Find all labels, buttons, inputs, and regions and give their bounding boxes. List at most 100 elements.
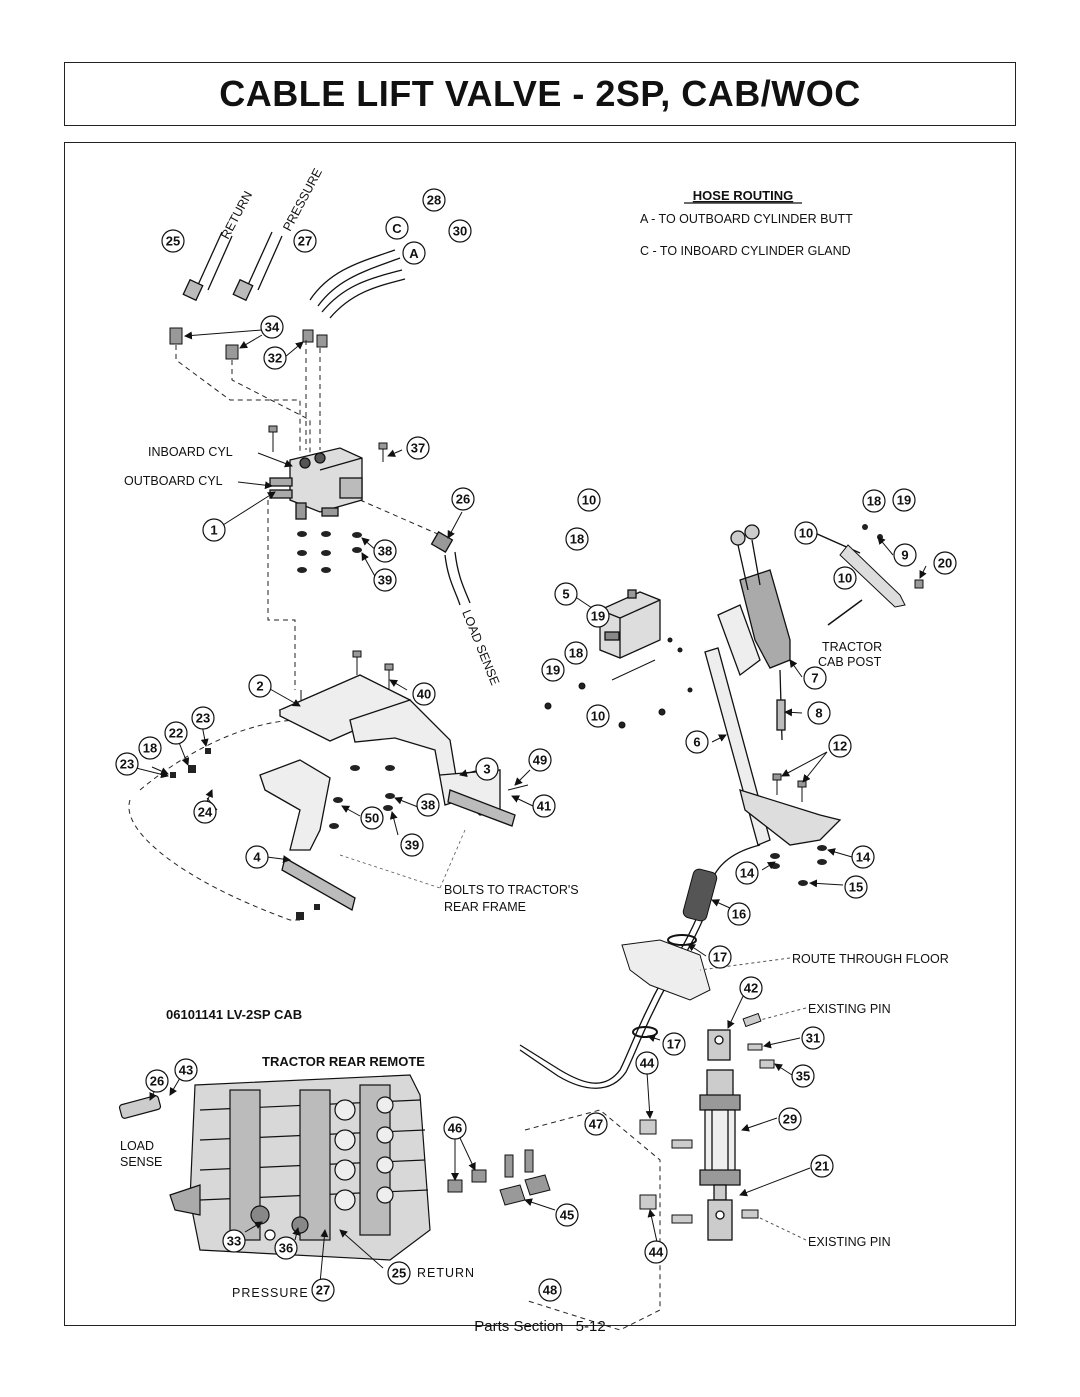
callout-number: 12: [833, 739, 847, 754]
callout-24: 24: [193, 800, 217, 824]
return-hose: [182, 231, 233, 302]
callout-number: 37: [411, 441, 425, 456]
grommet-upper: [667, 934, 697, 946]
title-box: CABLE LIFT VALVE - 2SP, CAB/WOC: [64, 62, 1016, 126]
callout-10: 10: [577, 488, 601, 512]
load-label: LOAD: [120, 1139, 154, 1153]
cylinder-hoses: [309, 249, 406, 319]
lever-nuts: [770, 845, 827, 886]
bolts-leaders: [339, 829, 466, 889]
callout-18: 18: [565, 527, 589, 551]
callout-number: 10: [591, 709, 605, 724]
callout-25: 25: [387, 1261, 411, 1285]
plate-hardware: [170, 748, 395, 920]
callout-40: 40: [412, 682, 436, 706]
callout-34: 34: [260, 315, 284, 339]
callout-number: 31: [806, 1031, 820, 1046]
plate-bolts: [206, 650, 529, 811]
callout-19: 19: [586, 604, 610, 628]
callout-number: 15: [849, 880, 863, 895]
remote-fittings: [447, 1149, 551, 1206]
hose-routing-heading: HOSE ROUTING: [693, 188, 793, 203]
callout-35: 35: [791, 1064, 815, 1088]
callout-number: 36: [279, 1241, 293, 1256]
callout-27: 27: [293, 229, 317, 253]
callout-number: 18: [570, 532, 584, 547]
callout-17: 17: [708, 945, 732, 969]
callout-3: 3: [475, 757, 499, 781]
callout-23: 23: [115, 752, 139, 776]
return-label: RETURN: [218, 189, 255, 242]
valve-block: [269, 447, 363, 520]
callout-28: 28: [422, 188, 446, 212]
callout-39: 39: [400, 833, 424, 857]
callout-number: 27: [298, 234, 312, 249]
callout-number: 28: [427, 193, 441, 208]
callout-number: 9: [901, 548, 908, 563]
callout-number: 41: [537, 799, 551, 814]
callout-number: 44: [649, 1245, 664, 1260]
footer: Parts Section 5-12: [0, 1318, 1080, 1335]
callout-number: 1: [210, 523, 217, 538]
bolts-label-1: BOLTS TO TRACTOR'S: [444, 883, 579, 897]
callout-16: 16: [727, 902, 751, 926]
callout-number: 10: [582, 493, 596, 508]
callout-number: 34: [265, 320, 280, 335]
callout-18: 18: [564, 641, 588, 665]
callout-26: 26: [145, 1069, 169, 1093]
diagram-frame: [64, 142, 1016, 1326]
callout-number: 29: [783, 1112, 797, 1127]
callout-number: 26: [150, 1074, 164, 1089]
lever-bolts: [772, 773, 807, 802]
callout-17: 17: [662, 1032, 686, 1056]
callout-number: 43: [179, 1063, 193, 1078]
tractor-rear-remote: TRACTOR REAR REMOTE: [262, 1054, 425, 1069]
rod-10b: [827, 599, 863, 626]
sense-label: SENSE: [120, 1155, 162, 1169]
callout-18: 18: [138, 736, 162, 760]
callout-41: 41: [532, 794, 556, 818]
callout-number: 47: [589, 1117, 603, 1132]
callout-31: 31: [801, 1026, 825, 1050]
letter-c: C: [385, 216, 409, 240]
callout-number: 23: [196, 711, 210, 726]
svg-text:A: A: [409, 246, 419, 261]
callout-number: 42: [744, 981, 758, 996]
inboard-cyl-label: INBOARD CYL: [148, 445, 233, 459]
callout-number: 18: [569, 646, 583, 661]
callout-9: 9: [893, 543, 917, 567]
pressure-bottom-label: PRESSURE: [232, 1286, 309, 1300]
mounting-plate: [259, 674, 516, 911]
callout-38: 38: [416, 793, 440, 817]
callout-number: 8: [815, 706, 822, 721]
callout-15: 15: [844, 875, 868, 899]
route-floor-label: ROUTE THROUGH FLOOR: [792, 952, 949, 966]
callout-29: 29: [778, 1107, 802, 1131]
control-box: [599, 589, 661, 659]
callout-number: 50: [365, 811, 379, 826]
fittings-34-32: [169, 327, 328, 360]
callout-number: 20: [938, 556, 952, 571]
callout-number: 46: [448, 1121, 462, 1136]
hydraulic-cylinder: [699, 1029, 741, 1241]
callout-number: 25: [392, 1266, 406, 1281]
callout-number: 18: [143, 741, 157, 756]
callout-number: 21: [815, 1159, 829, 1174]
callout-8: 8: [807, 701, 831, 725]
callout-number: 24: [198, 805, 213, 820]
letter-a: A: [402, 241, 426, 265]
callout-26: 26: [451, 487, 475, 511]
callout-14: 14: [851, 845, 875, 869]
load-sense-hose: [430, 531, 471, 606]
callout-45: 45: [555, 1203, 579, 1227]
cable-sleeve: [682, 868, 718, 922]
footer-section: Parts Section: [474, 1318, 564, 1335]
tractor-remote-valves: [118, 1074, 431, 1261]
callout-number: 17: [713, 950, 727, 965]
callout-number: 14: [740, 866, 755, 881]
callout-25: 25: [161, 229, 185, 253]
page-title: CABLE LIFT VALVE - 2SP, CAB/WOC: [219, 73, 861, 114]
callout-46: 46: [443, 1116, 467, 1140]
existing-pin-2: EXISTING PIN: [808, 1235, 891, 1249]
callout-20: 20: [933, 551, 957, 575]
